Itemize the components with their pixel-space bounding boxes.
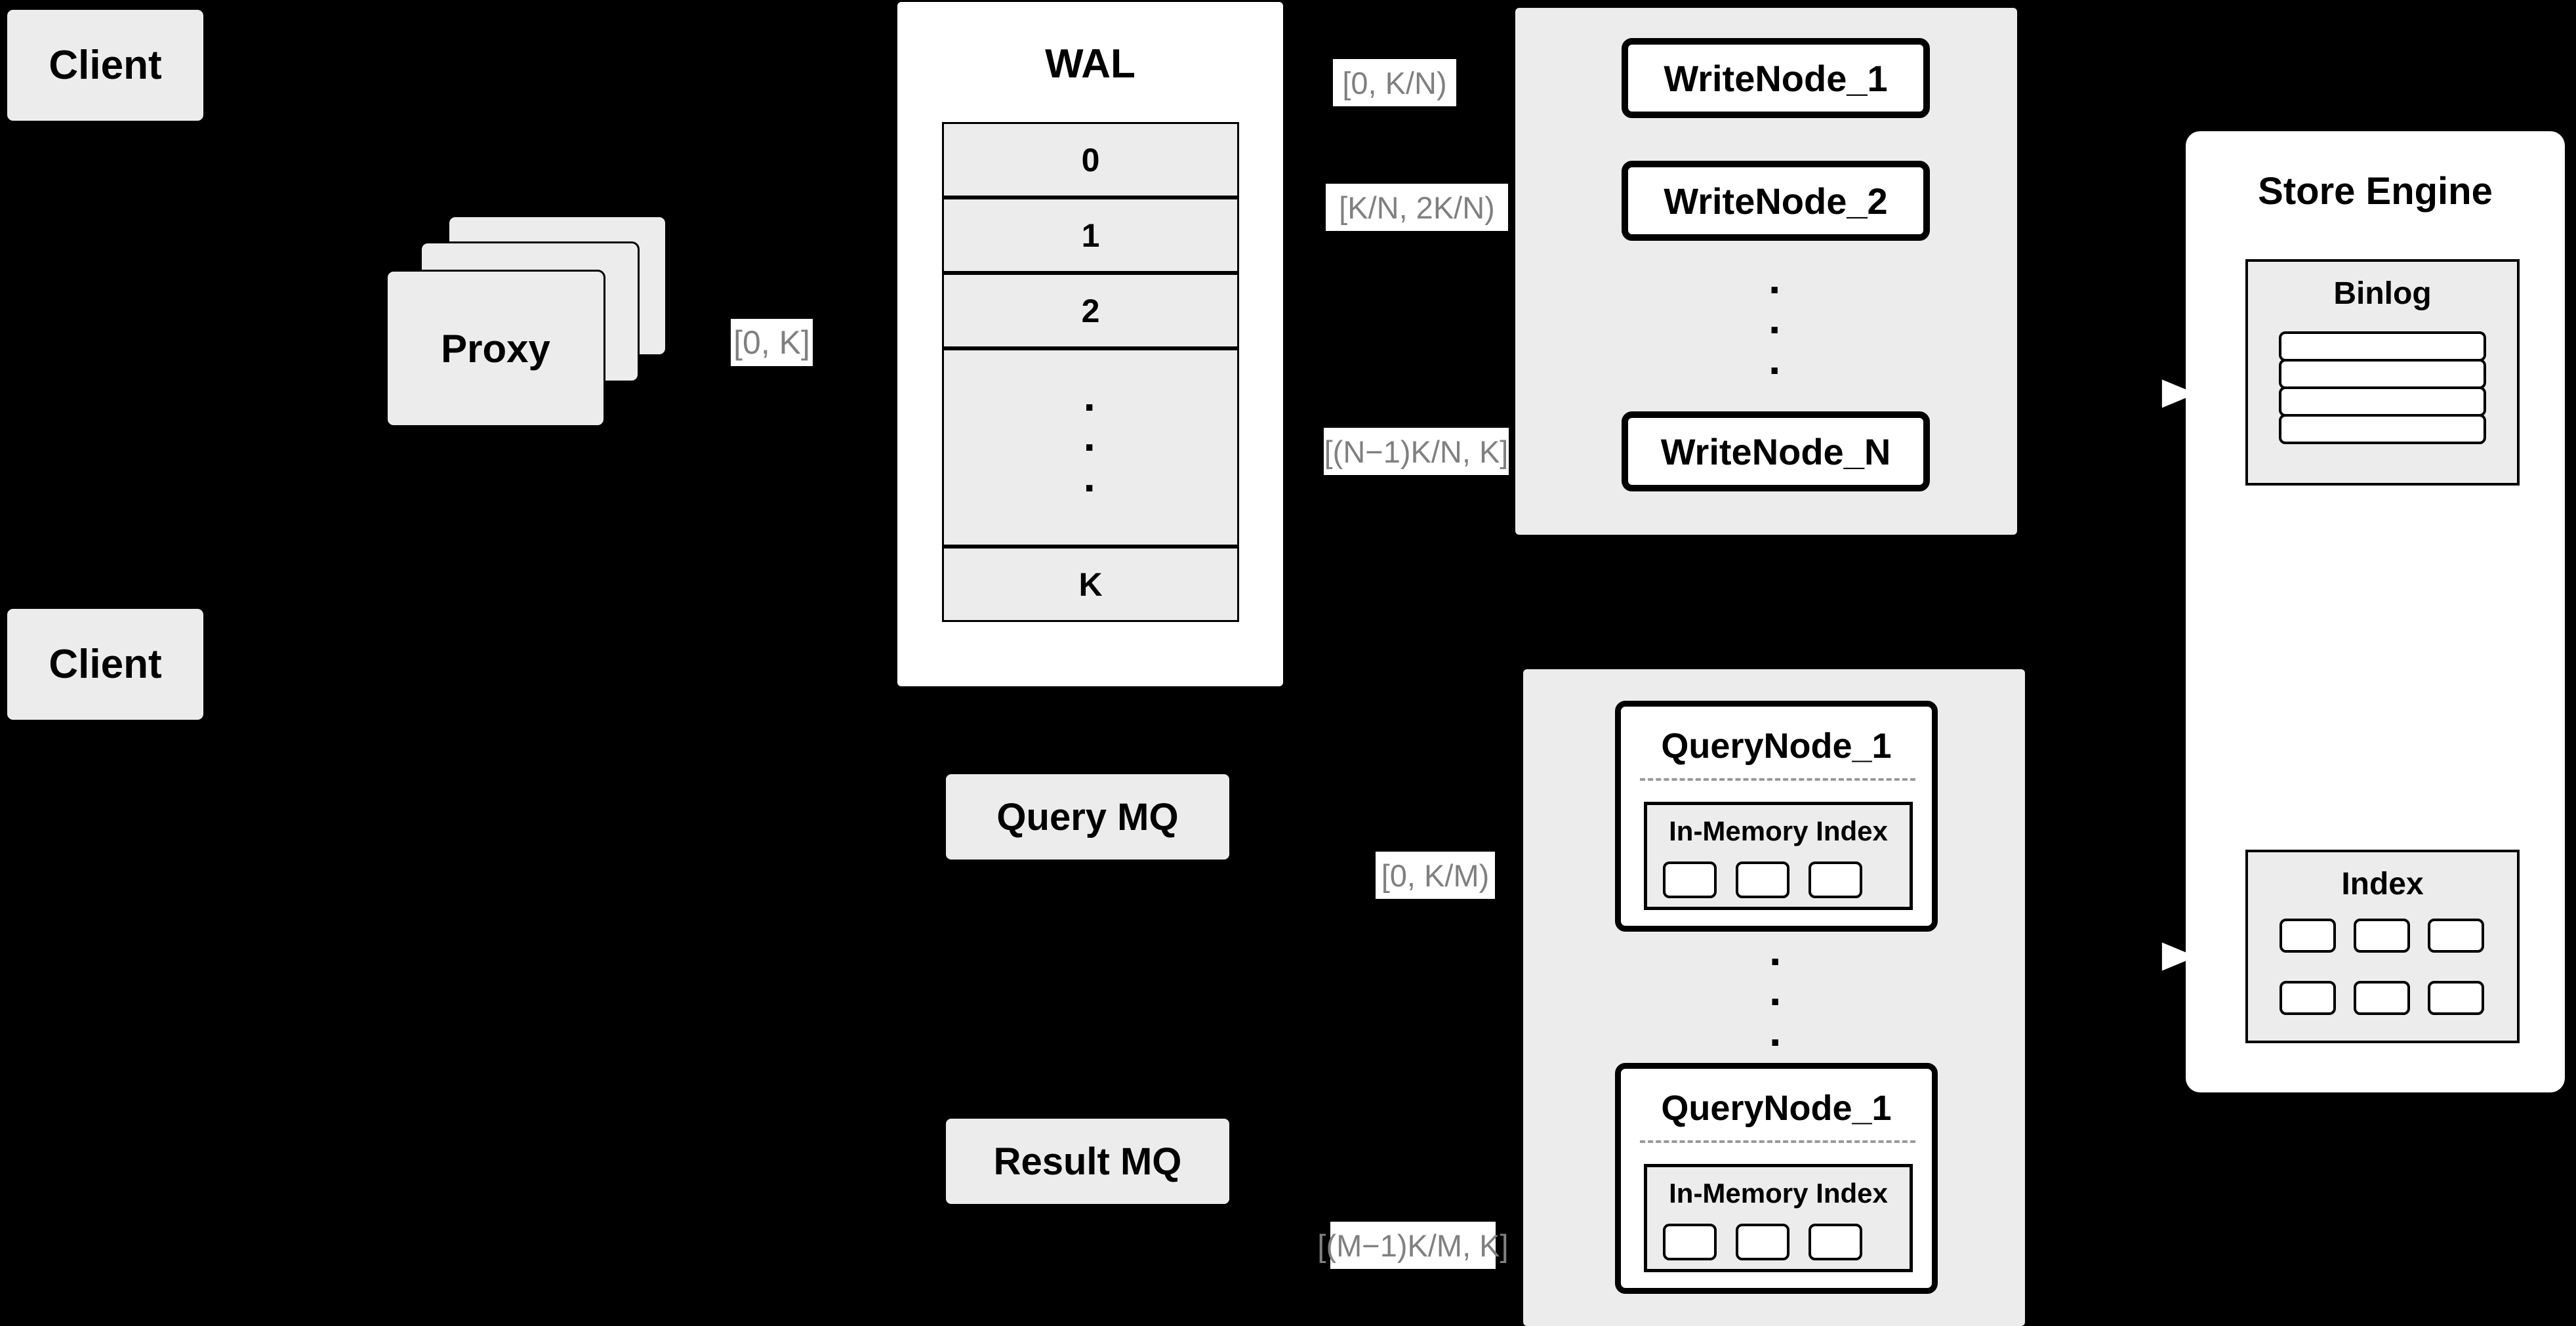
index-slot (1663, 1224, 1717, 1260)
binlog-row (2279, 359, 2486, 389)
wal-cell-text: 1 (1081, 217, 1100, 254)
writenode-label: WriteNode_2 (1664, 180, 1888, 222)
edge-label-text: [0, K/N) (1342, 65, 1447, 100)
result-mq-box[interactable]: Result MQ (946, 1119, 1229, 1204)
edge-label-proxy-to-wal: [0, K] (731, 319, 813, 366)
store-index-slot (2280, 981, 2336, 1015)
result-mq-label: Result MQ (993, 1140, 1182, 1183)
writenode-1-box[interactable]: WriteNode_1 (1622, 38, 1930, 118)
querynode-m-divider (1640, 1140, 1915, 1143)
wal-vertical-dots: · · · (1083, 383, 1098, 512)
write-cluster-vertical-dots: · · · (1768, 265, 1783, 394)
binlog-title: Binlog (2333, 276, 2432, 311)
wal-cell-text: 0 (1081, 141, 1100, 178)
edge-label-text: [0, K/M) (1381, 858, 1490, 893)
wal-cell-text: K (1078, 566, 1103, 603)
edge-label-mq-to-querynode-1: [0, K/M) (1376, 852, 1495, 899)
store-index-slot (2280, 919, 2336, 953)
client-box-2[interactable]: Client (5, 607, 205, 722)
index-slot (1809, 1224, 1862, 1260)
querynode-m-label: QueryNode_1 (1661, 1088, 1892, 1128)
wal-cell-0: 0 (942, 122, 1239, 197)
store-index-slot (2428, 919, 2484, 953)
wal-cell-k: K (942, 547, 1239, 622)
writenode-label: WriteNode_1 (1664, 57, 1888, 99)
store-index-slot (2354, 981, 2410, 1015)
store-index-slot (2354, 919, 2410, 953)
edge-label-wal-to-writenode-1: [0, K/N) (1333, 59, 1456, 106)
store-index-slot (2428, 981, 2484, 1015)
wal-title: WAL (1045, 41, 1135, 87)
wal-cell-1: 1 (942, 197, 1239, 273)
edge-label-text: [0, K] (733, 324, 810, 361)
query-cluster-vertical-dots: · · · (1769, 937, 1784, 1066)
index-slot (1736, 861, 1789, 898)
querynode-m-inmemory-index-label: In-Memory Index (1669, 1178, 1888, 1209)
edge-label-text: [(N−1)K/N, K] (1324, 434, 1509, 469)
edge-label-text: [K/N, 2K/N) (1339, 190, 1495, 225)
writenode-label: WriteNode_N (1660, 430, 1891, 472)
client-label: Client (49, 43, 162, 88)
wal-cell-text: 2 (1081, 292, 1100, 329)
proxy-label: Proxy (441, 326, 550, 371)
query-mq-label: Query MQ (996, 795, 1179, 839)
index-slot (1736, 1224, 1789, 1260)
wal-cell-2: 2 (942, 273, 1239, 348)
edge-label-wal-to-writenode-2: [K/N, 2K/N) (1326, 184, 1508, 231)
index-slot (1809, 861, 1862, 898)
wal-cell-ellipsis: · · · (942, 348, 1239, 547)
binlog-row (2279, 386, 2486, 417)
edge-label-wal-to-writenode-n: [(N−1)K/N, K] (1324, 428, 1509, 475)
client-box-1[interactable]: Client (5, 8, 205, 123)
store-index-title: Index (2341, 867, 2424, 901)
store-engine-title: Store Engine (2258, 170, 2493, 213)
edge-label-mq-to-querynode-m: [(M−1)K/M, K] (1317, 1222, 1509, 1269)
index-slot (1663, 861, 1717, 898)
writenode-n-box[interactable]: WriteNode_N (1622, 411, 1930, 491)
edge-label-text: [(M−1)K/M, K] (1317, 1228, 1509, 1263)
writenode-2-box[interactable]: WriteNode_2 (1622, 161, 1930, 241)
query-mq-box[interactable]: Query MQ (946, 774, 1229, 860)
binlog-row (2279, 331, 2486, 362)
binlog-row (2279, 414, 2486, 444)
querynode-1-label: QueryNode_1 (1661, 726, 1892, 766)
client-label: Client (49, 642, 162, 687)
querynode-1-inmemory-index-label: In-Memory Index (1669, 816, 1888, 846)
proxy-box[interactable]: Proxy (386, 270, 605, 427)
querynode-1-divider (1640, 778, 1915, 781)
